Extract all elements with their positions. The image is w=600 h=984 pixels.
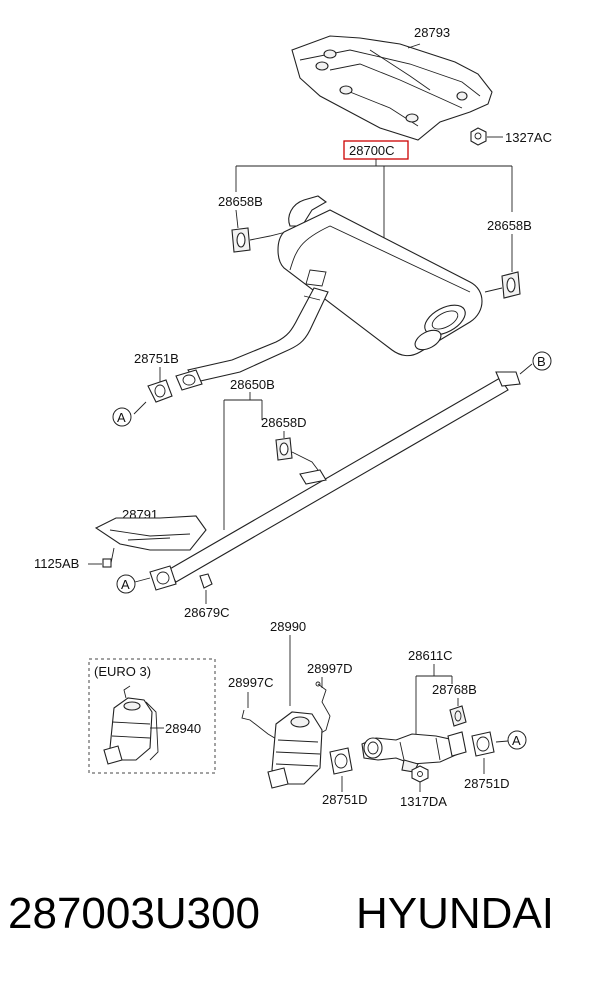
- label-28751D-right: 28751D: [464, 776, 510, 791]
- gasket-28751D-left: [329, 747, 353, 775]
- label-28679C: 28679C: [184, 605, 230, 620]
- label-28658B-right: 28658B: [487, 218, 532, 233]
- label-1125AB: 1125AB: [34, 556, 79, 571]
- marker-a-1-label: A: [117, 410, 126, 425]
- label-28700C: 28700C: [349, 143, 395, 158]
- gasket-28751D-right: [471, 731, 495, 757]
- label-28768B: 28768B: [432, 682, 477, 697]
- label-euro3: (EURO 3): [94, 664, 151, 679]
- euro3-inset-box: [88, 658, 216, 774]
- marker-a-2: [116, 574, 136, 594]
- label-1327AC: 1327AC: [505, 130, 552, 145]
- front-pipe-28611C: [361, 731, 467, 773]
- catalytic-converter-28940: [103, 685, 159, 765]
- nut-1327AC: [470, 127, 487, 146]
- label-28650B: 28650B: [230, 377, 275, 392]
- bolt-1125AB: [102, 547, 115, 568]
- flange-rear-pipe: [175, 369, 203, 391]
- label-28997D: 28997D: [307, 661, 353, 676]
- label-28658B-left: 28658B: [218, 194, 263, 209]
- nut-28679C: [199, 573, 213, 589]
- brand-name: HYUNDAI: [356, 889, 554, 938]
- marker-b: [532, 351, 552, 371]
- label-28793: 28793: [414, 25, 450, 40]
- label-1317DA: 1317DA: [400, 794, 447, 809]
- catalytic-converter-28990: [267, 711, 323, 789]
- marker-a-1: [112, 407, 132, 427]
- marker-a-3-label: A: [512, 733, 521, 748]
- nut-1317DA: [411, 765, 429, 783]
- label-28751B: 28751B: [134, 351, 179, 366]
- muffler-assembly: [277, 195, 483, 357]
- heat-shield-28793: [291, 35, 493, 141]
- label-28751D-left: 28751D: [322, 792, 368, 807]
- marker-a-3: [507, 730, 527, 750]
- rubber-hanger-28658B-right: [501, 271, 521, 299]
- label-28940: 28940: [165, 721, 201, 736]
- heat-protector-28791: [94, 515, 207, 551]
- label-28990: 28990: [270, 619, 306, 634]
- label-28611C: 28611C: [408, 648, 453, 663]
- rubber-hanger-28658D: [275, 437, 293, 461]
- marker-a-2-label: A: [121, 577, 130, 592]
- gasket-28768B: [449, 705, 467, 727]
- center-pipe-28650B: [149, 371, 521, 591]
- marker-b-label: B: [537, 354, 546, 369]
- label-28997C: 28997C: [228, 675, 274, 690]
- gasket-28751B: [147, 379, 173, 403]
- label-28658D: 28658D: [261, 415, 307, 430]
- part-number: 287003U300: [8, 889, 260, 938]
- rubber-hanger-28658B-left: [231, 227, 251, 253]
